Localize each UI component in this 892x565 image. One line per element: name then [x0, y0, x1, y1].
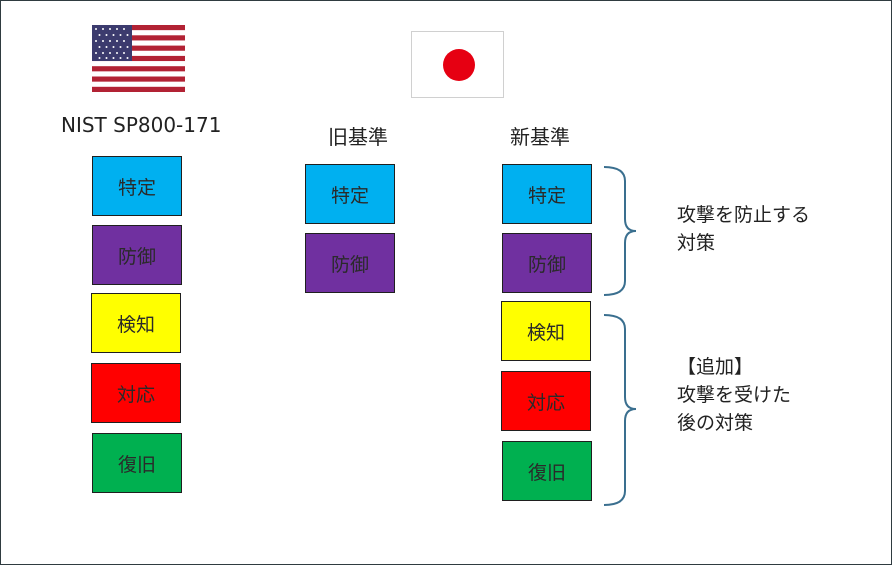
prevention-note: 攻撃を防止する 対策: [677, 201, 810, 257]
nist-protect-box: 防御: [92, 225, 182, 285]
new-detect-box: 検知: [501, 301, 591, 361]
new-identify-box: 特定: [502, 164, 592, 224]
new-respond-box: 対応: [501, 371, 591, 431]
old-protect-box: 防御: [305, 233, 395, 293]
old-identify-box: 特定: [305, 164, 395, 224]
nist-detect-box: 検知: [91, 293, 181, 353]
prevention-note-line: 攻撃を防止する: [677, 204, 811, 226]
post-attack-note-line: 攻撃を受けた: [677, 384, 792, 406]
old-standard-column-title: 旧基準: [328, 125, 388, 149]
post-attack-note: 【追加】 攻撃を受けた 後の対策: [677, 353, 791, 437]
prevention-brace: [603, 166, 637, 296]
japan-flag-icon: [411, 31, 504, 98]
post-attack-note-line: 【追加】: [677, 356, 754, 378]
nist-column-title: NIST SP800-171: [61, 113, 222, 137]
post-attack-note-line: 後の対策: [677, 412, 754, 434]
nist-identify-box: 特定: [92, 156, 182, 216]
us-flag-icon: [92, 25, 185, 92]
nist-recover-box: 復旧: [92, 433, 182, 493]
post-attack-brace: [603, 314, 637, 506]
japan-flag-sun: [443, 49, 475, 81]
prevention-note-line: 対策: [677, 232, 716, 254]
new-standard-column-title: 新基準: [510, 125, 570, 149]
new-recover-box: 復旧: [502, 441, 592, 501]
new-protect-box: 防御: [502, 233, 592, 293]
nist-respond-box: 対応: [91, 363, 181, 423]
